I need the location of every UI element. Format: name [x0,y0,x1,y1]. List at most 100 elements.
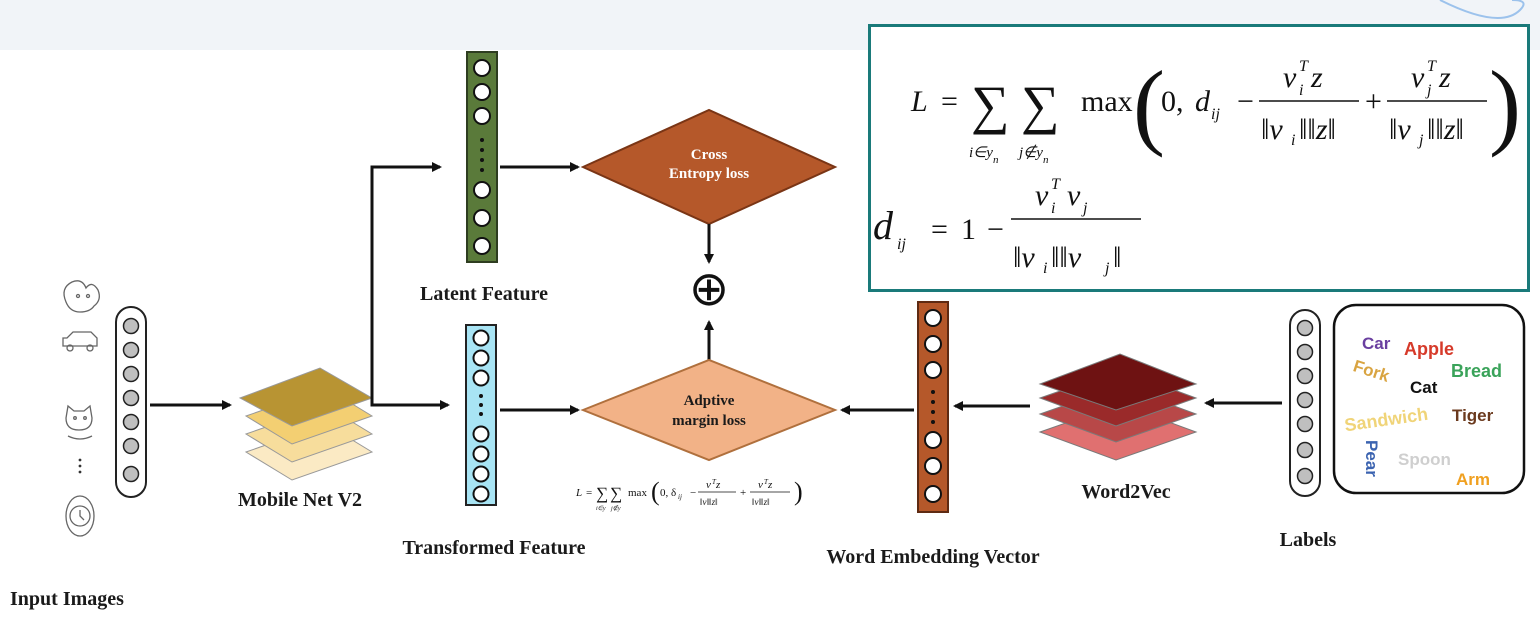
latent-feature-bar [466,51,498,263]
svg-text:∑: ∑ [1021,75,1060,135]
mobilenet-stack [238,367,374,481]
svg-text:=: = [586,487,592,499]
svg-text:‖v: ‖v [1261,113,1283,146]
svg-text:T: T [1299,58,1309,75]
svg-text:‖‖z‖: ‖‖z‖ [1427,113,1464,146]
svg-text:i∈y: i∈y [969,145,993,161]
svg-text:j: j [1417,132,1424,149]
svg-text:−: − [987,213,1004,246]
word-pear: Pear [1362,440,1381,477]
transformed-feature-label: Transformed Feature [402,537,585,559]
svg-text:i: i [1051,200,1055,217]
clock-sketch-icon [65,495,95,537]
ellipsis-dots [78,458,82,474]
svg-text:∑: ∑ [596,484,608,503]
svg-text:z: z [1310,61,1323,94]
cross-entropy-line2: Entropy loss [669,166,749,182]
svg-text:v: v [1067,179,1081,212]
svg-text:‖‖v: ‖‖v [1051,241,1082,274]
svg-text:‖‖z‖: ‖‖z‖ [1299,113,1336,146]
svg-text:‖v: ‖v [1389,113,1411,146]
word-embedding-label: Word Embedding Vector [826,546,1039,568]
arrow-to-transformed [370,398,450,410]
mobilenet-label: Mobile Net V2 [238,489,362,511]
svg-text:(: ( [651,477,660,506]
svg-text:+: + [740,487,746,499]
svg-text:ij: ij [1211,106,1220,123]
svg-text:z: z [715,479,721,491]
svg-text:v: v [706,479,711,491]
word-embedding-bar [917,301,949,513]
svg-text:j: j [1081,200,1088,217]
svg-text:T: T [712,478,717,486]
arrow-to-latent [370,162,442,398]
svg-text:max: max [628,487,647,499]
svg-text:i∈y: i∈y [596,505,606,512]
svg-text:v: v [758,479,763,491]
small-loss-formula: L = ∑ ∑ i∈y j∉y max ( 0, δ ij − v T z ‖v… [575,477,803,512]
svg-text:d: d [1195,85,1211,118]
svg-text:0,: 0, [1161,85,1184,118]
svg-text:d: d [873,203,894,248]
svg-text:): ) [1489,51,1521,158]
labels-title: Labels [1280,529,1337,551]
input-images-label: Input Images [10,588,124,610]
svg-text:n: n [993,154,999,166]
svg-text:∑: ∑ [610,484,622,503]
word-spoon: Spoon [1398,450,1451,469]
adaptive-line1: Adptive [684,393,735,409]
svg-text:v: v [1283,61,1297,94]
svg-text:T: T [764,478,769,486]
svg-text:L: L [575,487,582,499]
svg-text:L: L [910,85,928,118]
svg-text:i: i [1043,260,1047,277]
transformed-feature-bar [465,324,497,506]
svg-text:=: = [931,213,948,246]
word-cloud-box [1332,303,1526,495]
svg-text:T: T [1427,58,1437,75]
svg-text:ij: ij [678,493,682,501]
loss-formula-box: L = ∑ ∑ i∈y n j∉y n max ( 0, d ij − v T … [868,24,1530,292]
svg-text:ij: ij [897,236,906,253]
svg-text:i: i [1291,132,1295,149]
svg-text:=: = [941,85,958,118]
svg-text:z: z [767,479,773,491]
word-apple: Apple [1404,339,1454,359]
adaptive-margin-diamond [580,358,838,462]
svg-text:T: T [1051,176,1061,193]
svg-text:‖v‖‖z‖: ‖v‖‖z‖ [752,497,770,507]
decorative-curve [1439,0,1525,19]
svg-text:−: − [1237,85,1254,118]
svg-text:n: n [1043,154,1049,166]
plus-circle-icon: ⊕ [689,261,729,317]
cross-entropy-line1: Cross [691,147,728,163]
svg-text:): ) [794,477,803,506]
svg-text:j: j [1103,260,1110,277]
loss-formula: L = ∑ ∑ i∈y n j∉y n max ( 0, d ij − v T … [873,51,1521,277]
svg-text:1: 1 [961,213,976,246]
word-cat: Cat [1410,378,1438,397]
svg-text:i: i [1299,82,1303,99]
svg-text:‖v: ‖v [1013,241,1035,274]
svg-text:0, δ: 0, δ [660,487,676,499]
latent-feature-label: Latent Feature [420,283,548,305]
word2vec-stack [1038,353,1198,461]
word-car: Car [1362,334,1391,353]
svg-text:+: + [1365,85,1382,118]
word-arm: Arm [1456,470,1490,489]
cat-sketch-icon [65,404,93,440]
svg-text:(: ( [1133,51,1165,158]
word-tiger: Tiger [1452,406,1494,425]
adaptive-line2: margin loss [672,413,746,429]
svg-text:j∉y: j∉y [1017,144,1043,161]
input-sketches [62,280,100,537]
svg-text:j∉y: j∉y [610,504,621,512]
svg-text:−: − [690,487,696,499]
word2vec-label: Word2Vec [1081,481,1170,503]
svg-text:v: v [1411,61,1425,94]
input-vector [115,306,147,498]
svg-text:v: v [1035,179,1049,212]
word-bread: Bread [1451,361,1502,381]
labels-vector [1289,309,1321,497]
